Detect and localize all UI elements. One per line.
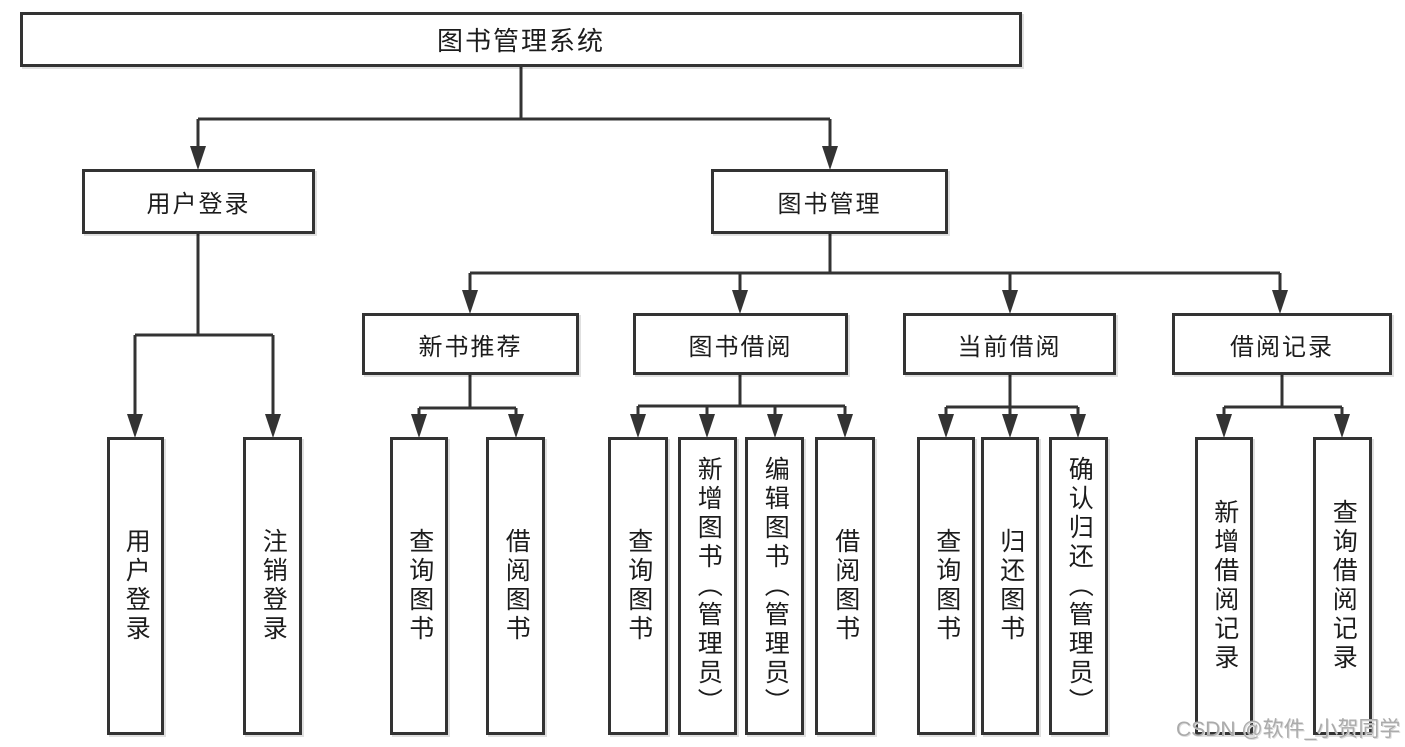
node-new-book-recommendation: 新书推荐 bbox=[362, 313, 579, 375]
leaf-edit-book-admin: 编辑图书（管理员） bbox=[745, 437, 804, 735]
node-label: 新增图书（管理员） bbox=[694, 455, 723, 717]
node-label: 查询借阅记录 bbox=[1329, 499, 1358, 673]
node-label: 新增借阅记录 bbox=[1210, 499, 1239, 673]
node-user-login: 用户登录 bbox=[82, 169, 315, 234]
leaf-query-books-recommend: 查询图书 bbox=[390, 437, 448, 735]
node-borrowing-records: 借阅记录 bbox=[1172, 313, 1392, 375]
leaf-logout: 注销登录 bbox=[243, 437, 302, 735]
node-label: 当前借阅 bbox=[957, 333, 1062, 361]
node-library-system: 图书管理系统 bbox=[20, 12, 1022, 67]
leaf-query-books-current: 查询图书 bbox=[917, 437, 975, 735]
leaf-query-borrow-record: 查询借阅记录 bbox=[1313, 437, 1372, 735]
node-label: 查询图书 bbox=[932, 528, 961, 644]
node-label: 用户登录 bbox=[146, 191, 251, 218]
node-label: 编辑图书（管理员） bbox=[761, 455, 790, 717]
leaf-borrow-books-recommend: 借阅图书 bbox=[486, 437, 545, 735]
node-label: 查询图书 bbox=[624, 528, 653, 644]
node-label: 注销登录 bbox=[259, 528, 288, 644]
leaf-add-borrow-record: 新增借阅记录 bbox=[1195, 437, 1253, 735]
node-book-borrowing: 图书借阅 bbox=[633, 313, 848, 375]
node-label: 查询图书 bbox=[405, 528, 434, 644]
leaf-return-books: 归还图书 bbox=[981, 437, 1039, 735]
node-label: 新书推荐 bbox=[418, 333, 523, 361]
leaf-query-books-borrow: 查询图书 bbox=[608, 437, 668, 735]
node-book-management: 图书管理 bbox=[711, 169, 948, 234]
node-label: 确认归还（管理员） bbox=[1065, 455, 1094, 717]
leaf-confirm-return-admin: 确认归还（管理员） bbox=[1049, 437, 1108, 735]
node-label: 用户登录 bbox=[122, 528, 151, 644]
node-label: 借阅图书 bbox=[502, 528, 531, 644]
node-label: 图书管理 bbox=[777, 191, 882, 218]
node-label: 图书管理系统 bbox=[436, 26, 605, 56]
node-label: 图书借阅 bbox=[688, 333, 793, 361]
node-label: 借阅图书 bbox=[831, 528, 860, 644]
node-label: 归还图书 bbox=[996, 528, 1025, 644]
leaf-add-book-admin: 新增图书（管理员） bbox=[678, 437, 737, 735]
leaf-user-login: 用户登录 bbox=[107, 437, 164, 735]
node-label: 借阅记录 bbox=[1230, 333, 1334, 361]
watermark-text: CSDN @软件_小贺同学 bbox=[1176, 718, 1401, 741]
leaf-borrow-books-borrow: 借阅图书 bbox=[815, 437, 875, 735]
node-current-borrowing: 当前借阅 bbox=[903, 313, 1116, 375]
